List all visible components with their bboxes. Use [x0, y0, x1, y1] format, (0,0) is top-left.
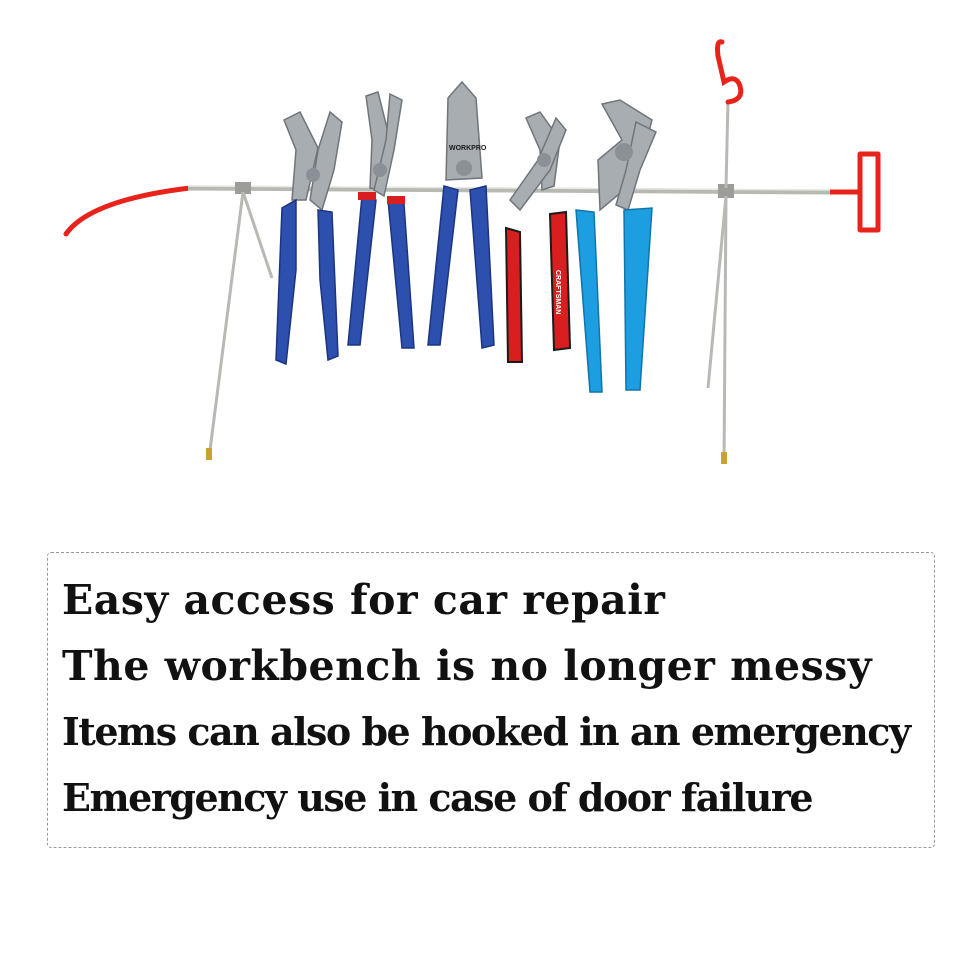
pliers-2-blue-slip-joint [347, 91, 415, 349]
left-clamp [235, 182, 251, 194]
feature-list-box: Easy access for car repair The workbench… [47, 552, 935, 848]
left-red-hook [63, 185, 193, 237]
feature-line-3: Items can also be hooked in an emergency [62, 709, 911, 754]
craftsman-brand-label: CRAFTSMAN [554, 270, 561, 314]
left-leg [207, 191, 245, 459]
top-red-hook [715, 39, 744, 105]
feature-line-2: The workbench is no longer messy [62, 642, 873, 690]
right-red-t-handle [830, 151, 881, 233]
pliers-3-workpro-lineman: WORKPRO [427, 80, 495, 349]
pliers-5-cyan-groove-joint [575, 99, 657, 393]
pliers-1-blue-groove-joint [275, 110, 343, 366]
feature-line-4: Emergency use in case of door failure [62, 775, 814, 820]
pliers-4-craftsman-groove-joint: CRAFTSMAN [504, 111, 572, 363]
right-clamp [718, 184, 734, 198]
feature-line-1: Easy access for car repair [62, 576, 666, 624]
right-upright [724, 99, 730, 189]
workpro-brand-label: WORKPRO [449, 145, 487, 152]
product-photo: WORKPRO CRAFTSMAN [63, 39, 881, 464]
right-leg [722, 195, 728, 464]
